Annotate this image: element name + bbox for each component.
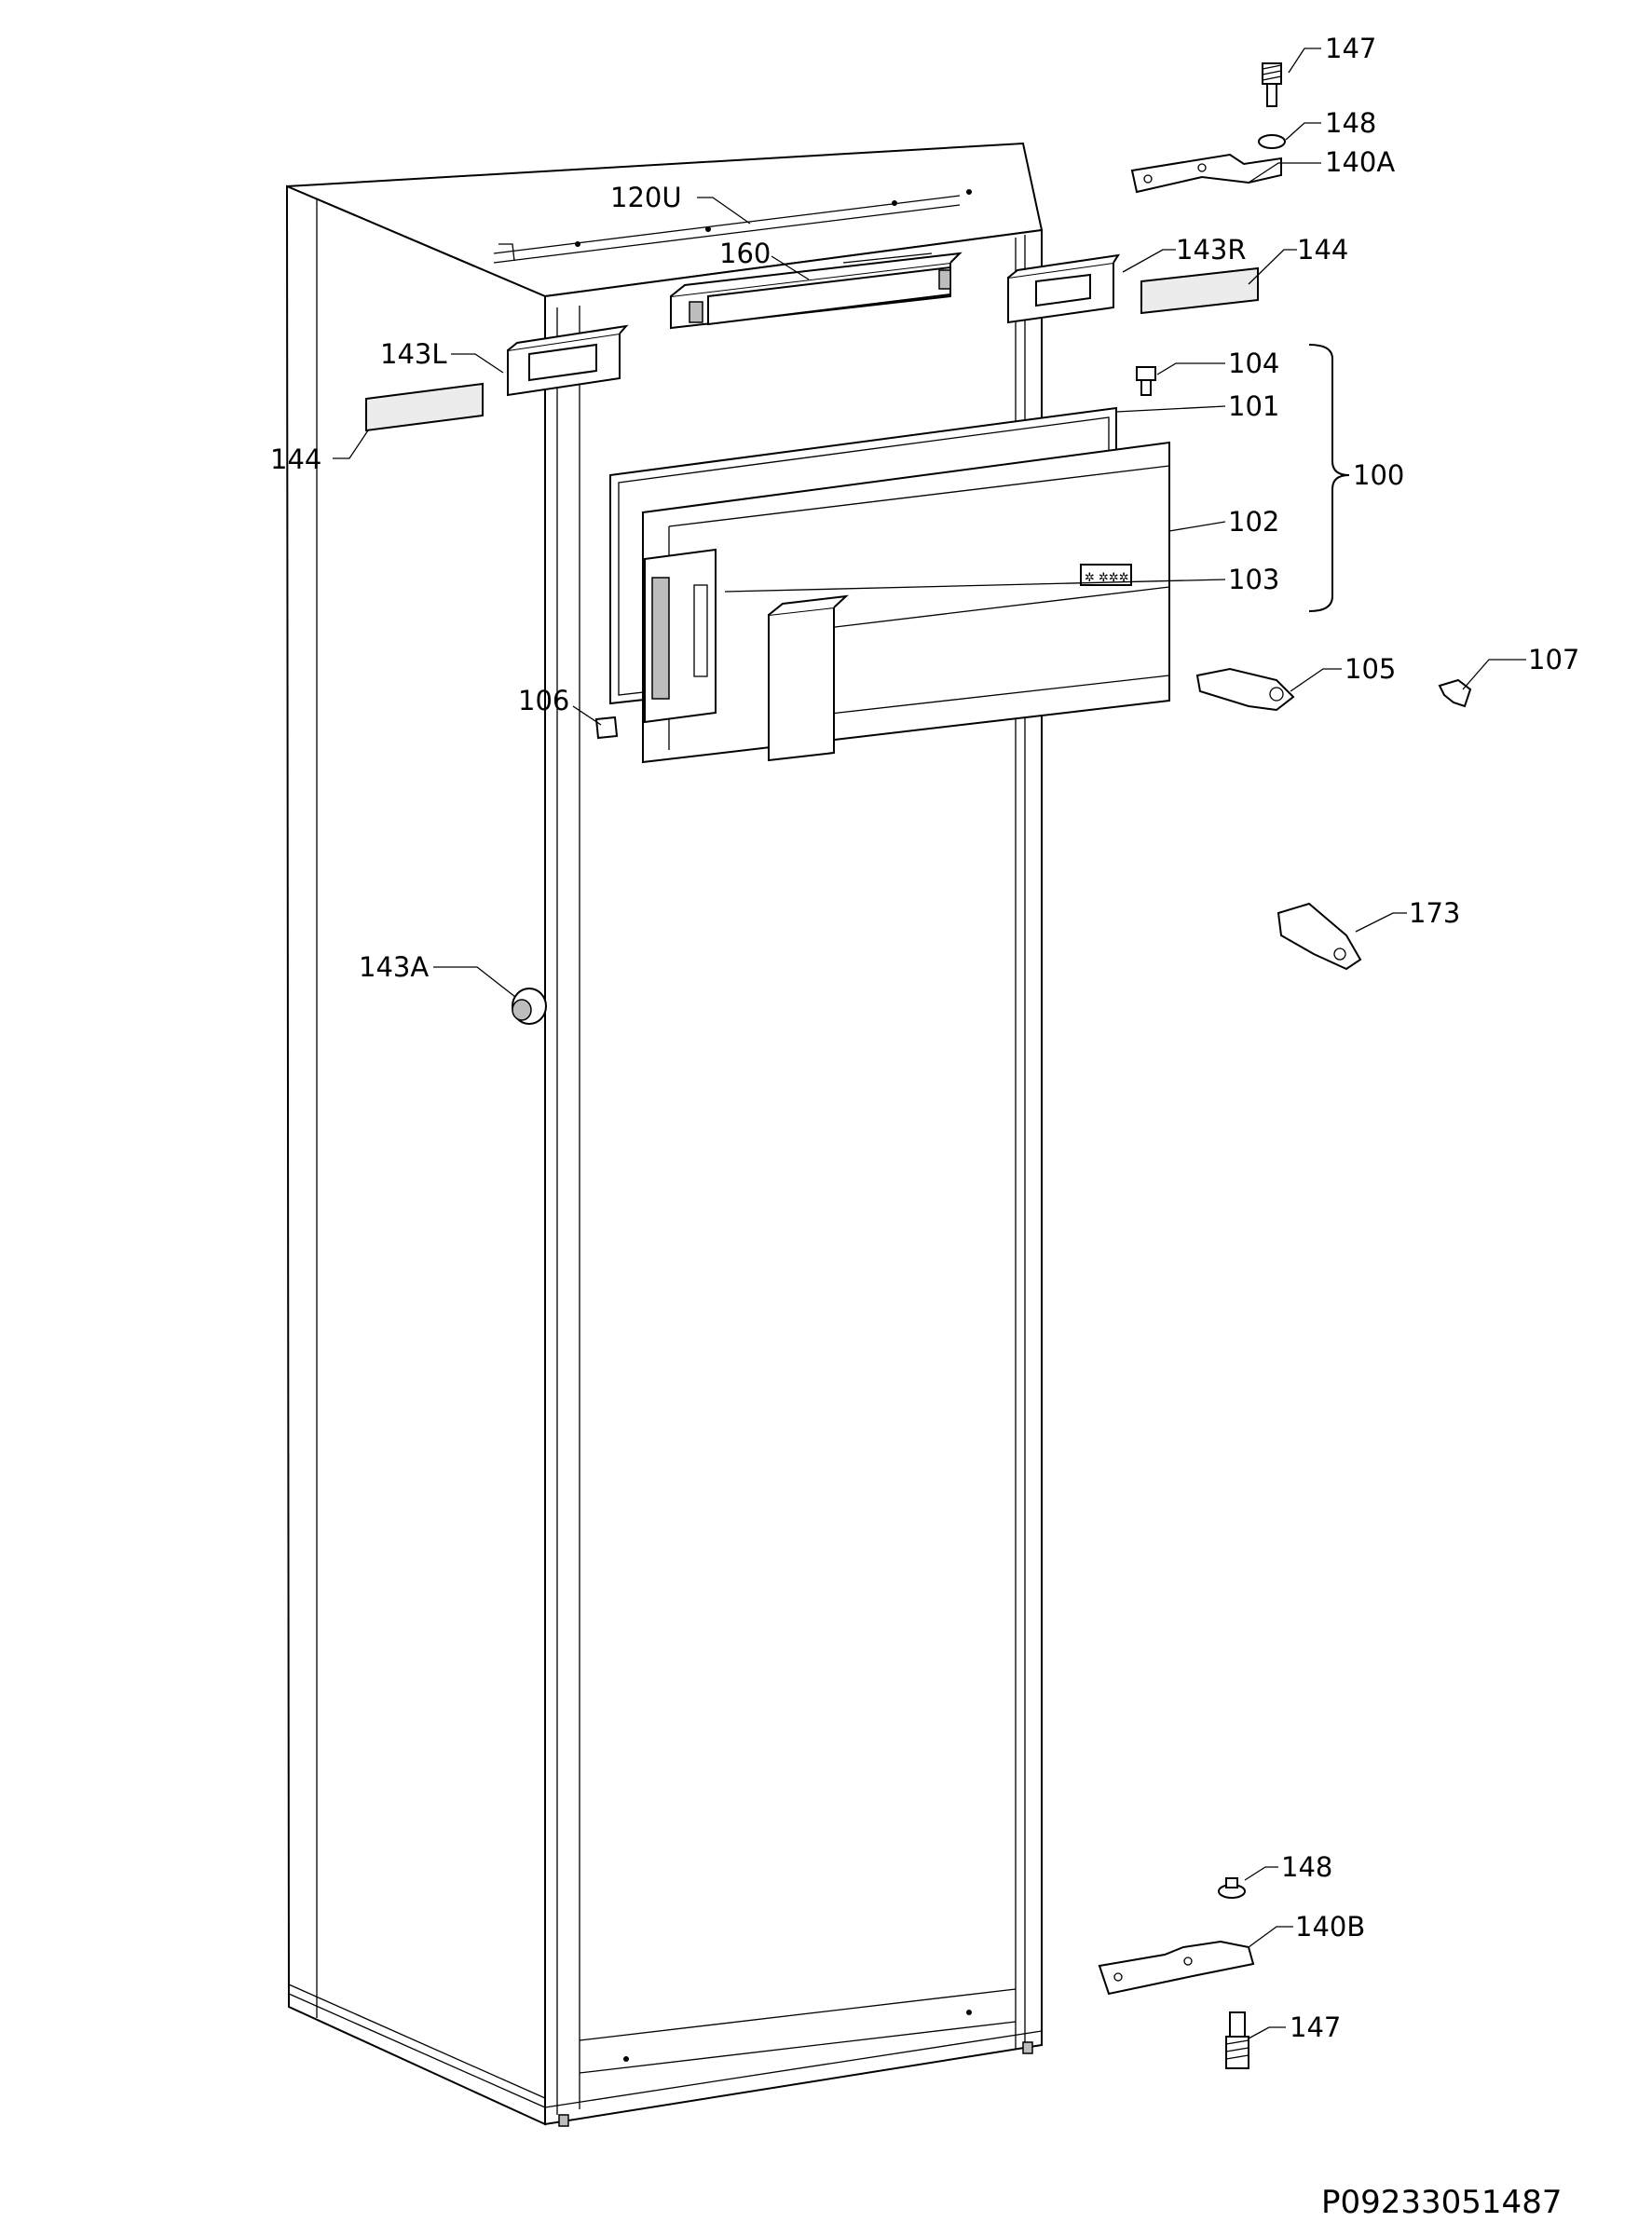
- screw-147-bottom: [1225, 2011, 1249, 2069]
- clip-107: [1438, 678, 1472, 708]
- callout-105: 105: [1345, 653, 1396, 685]
- screw-147-top: [1262, 62, 1282, 107]
- washer-148-top: [1258, 134, 1286, 149]
- hinge-140B: [1098, 1940, 1255, 1996]
- callout-143R: 143R: [1176, 234, 1247, 266]
- callout-101: 101: [1228, 390, 1279, 422]
- callout-144-right: 144: [1297, 234, 1348, 266]
- callout-140A: 140A: [1325, 146, 1395, 178]
- bracket-143R: [1007, 253, 1120, 324]
- callout-120U: 120U: [610, 182, 682, 213]
- callout-labels: 147 148 140A 120U 160 143R 144 143L 104 …: [270, 33, 1579, 2043]
- callout-107: 107: [1528, 644, 1579, 675]
- callout-143L: 143L: [380, 338, 447, 370]
- callout-100: 100: [1353, 459, 1404, 491]
- connector-104: [1136, 366, 1156, 396]
- hinge-cover-160: [670, 252, 963, 330]
- callout-144-left: 144: [270, 443, 321, 475]
- hinge-pin-105: [1195, 667, 1295, 712]
- callout-140B: 140B: [1295, 1911, 1365, 1943]
- callout-103: 103: [1228, 564, 1279, 595]
- leader-lines: [333, 48, 1526, 2039]
- bracket-143L: [507, 324, 629, 397]
- callout-143A: 143A: [359, 951, 429, 983]
- document-code: P09233051487: [1321, 2184, 1562, 2221]
- callout-106: 106: [518, 685, 569, 716]
- knob-143A: [512, 988, 547, 1025]
- handle-173: [1277, 902, 1362, 971]
- callout-147-top: 147: [1325, 33, 1376, 64]
- pad-144-left: [365, 382, 484, 432]
- callout-160: 160: [719, 238, 771, 269]
- callout-148-top: 148: [1325, 107, 1376, 139]
- callout-173: 173: [1409, 897, 1460, 929]
- callout-148-bottom: 148: [1281, 1851, 1332, 1883]
- callout-102: 102: [1228, 506, 1279, 538]
- door-assembly-100: ✲ ✲✲✲: [609, 406, 1170, 764]
- pad-144-right: [1140, 266, 1259, 315]
- callout-147-bottom: 147: [1290, 2011, 1341, 2043]
- cap-106: [594, 716, 619, 740]
- hinge-140A: [1130, 153, 1282, 194]
- callout-104: 104: [1228, 348, 1279, 379]
